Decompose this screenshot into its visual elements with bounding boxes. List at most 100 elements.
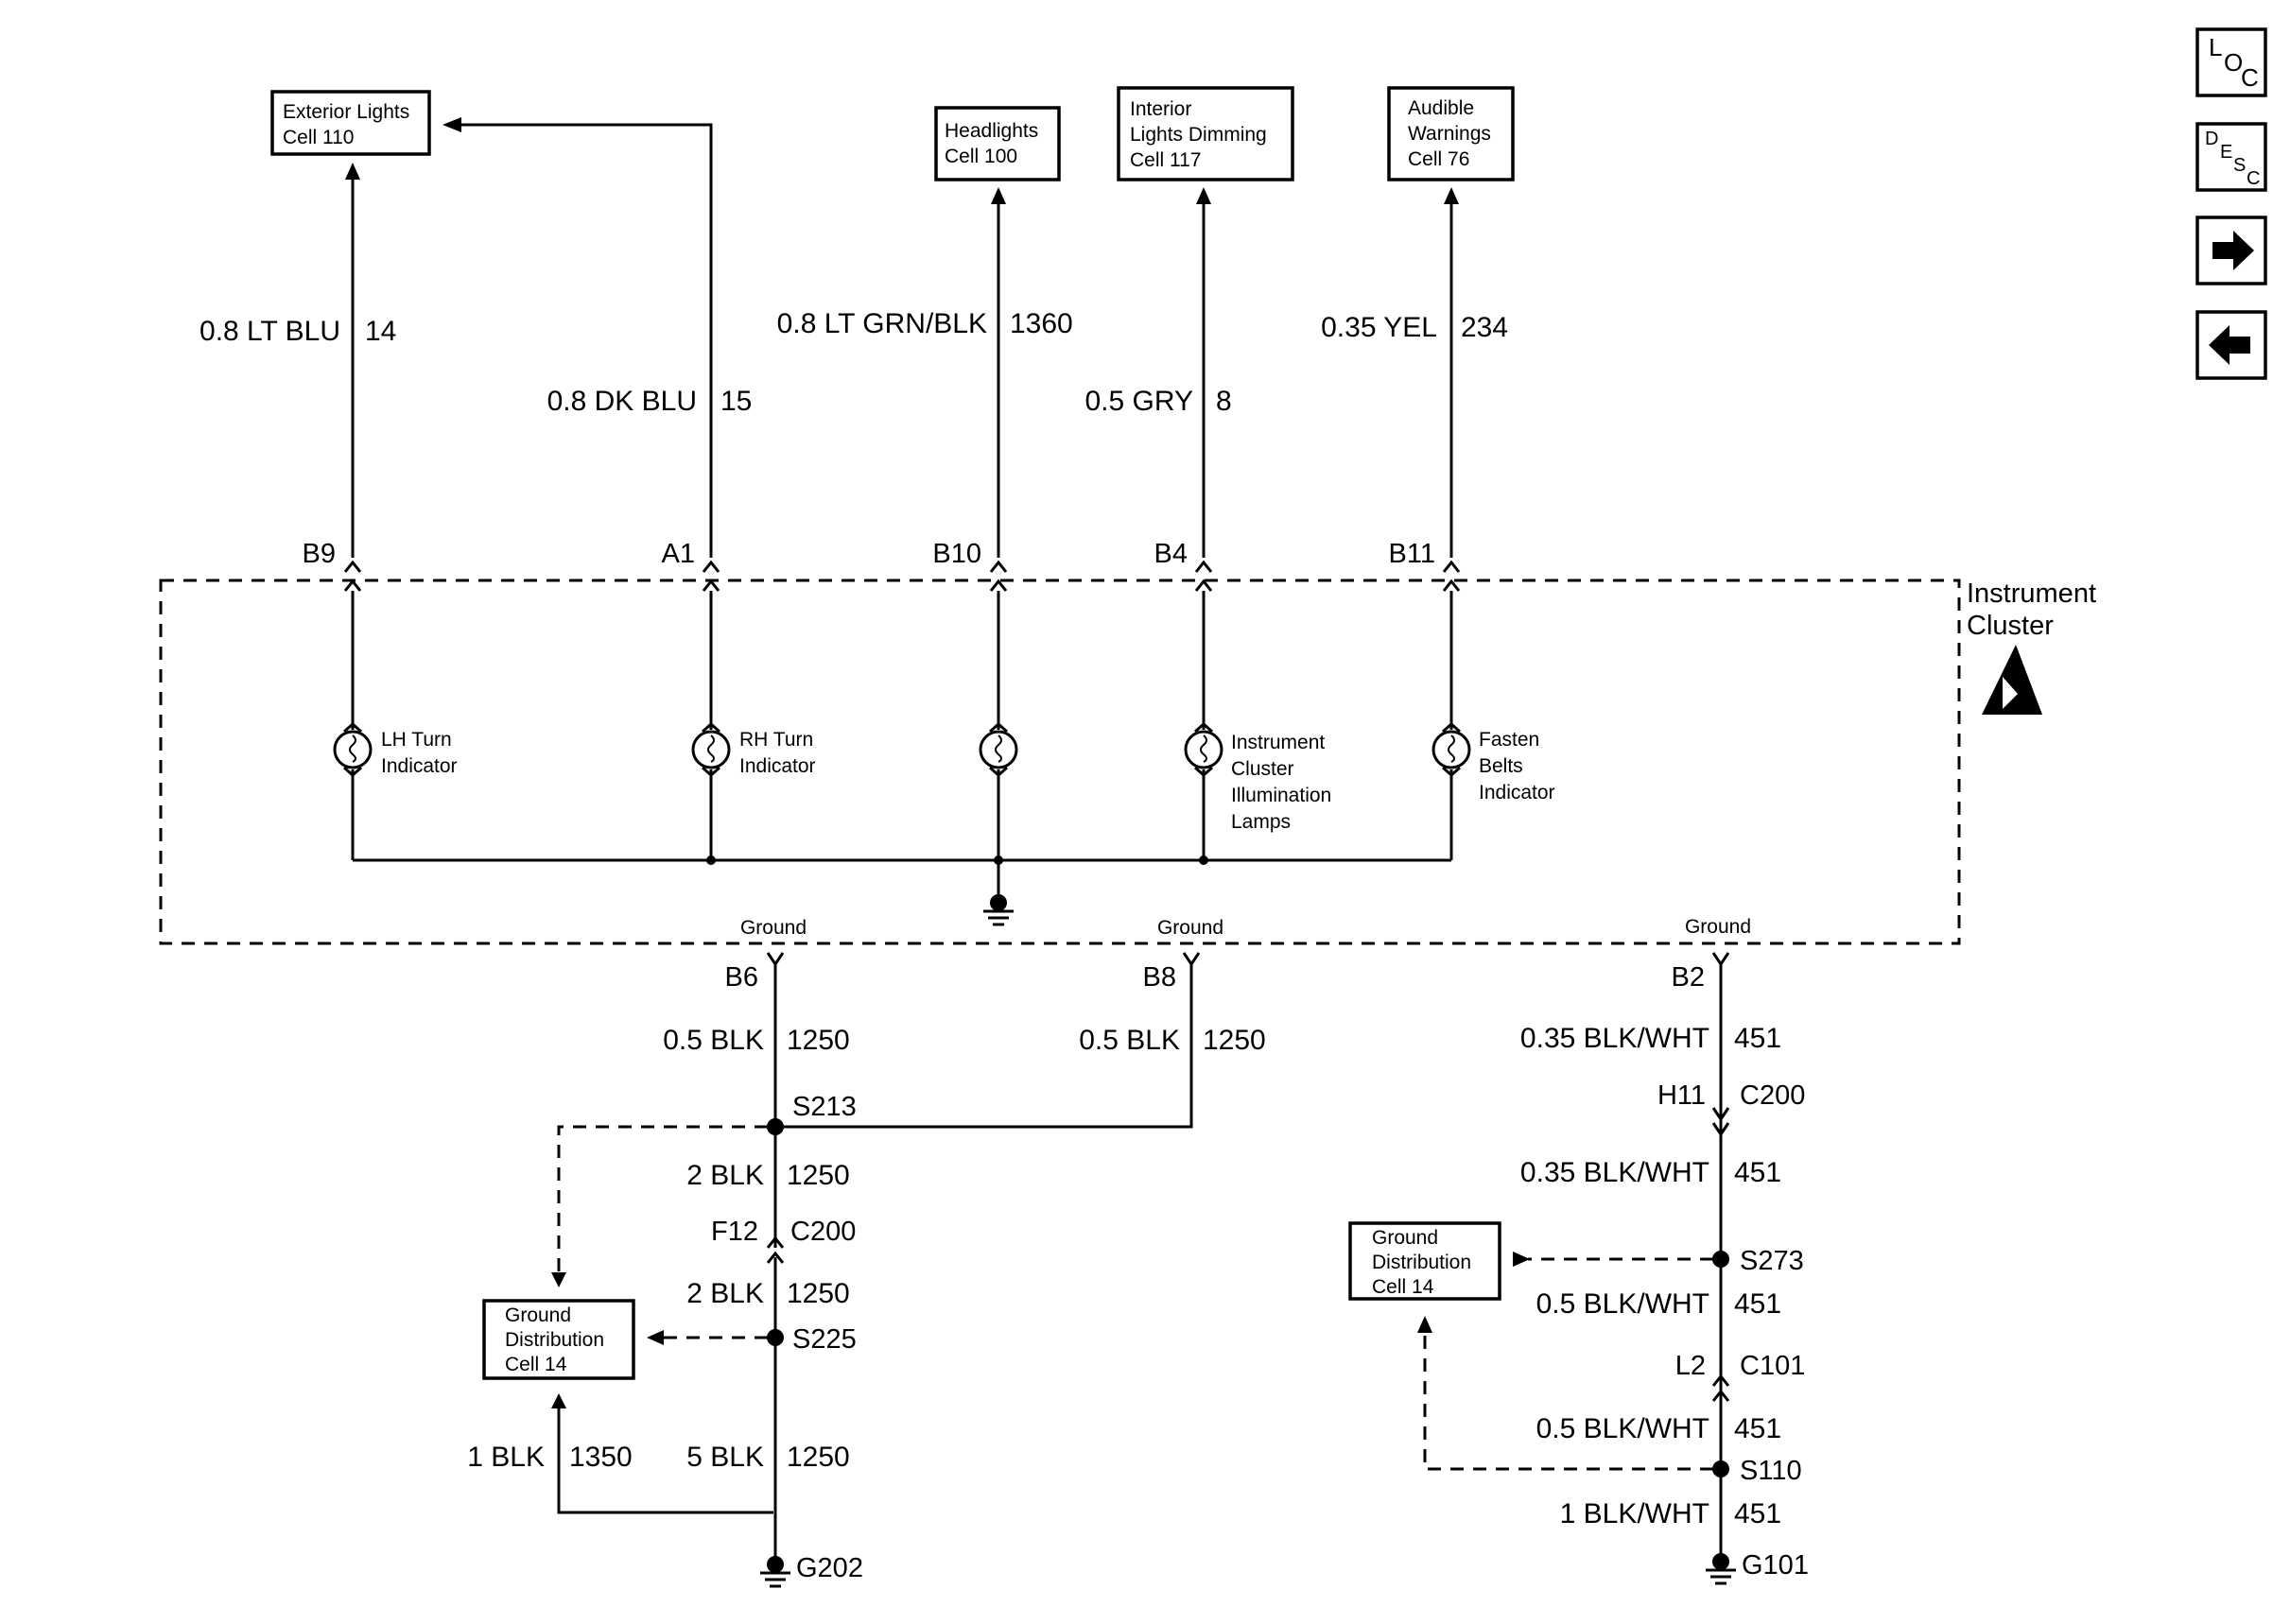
desc-button[interactable]: D E S C [2195, 122, 2267, 192]
svg-text:Cell 14: Cell 14 [505, 1354, 567, 1375]
arrow-right-icon [2212, 231, 2254, 270]
svg-text:451: 451 [1734, 1498, 1781, 1529]
svg-text:451: 451 [1734, 1413, 1781, 1444]
wire-s225-g202: 5 BLK 1250 [686, 1442, 849, 1473]
lamp-label-lh-turn: LH Turn Indicator [381, 729, 458, 777]
headlight-indicator-bulb-icon [979, 721, 1018, 778]
ground-distribution-box-left[interactable]: Ground Distribution Cell 14 [482, 1299, 635, 1380]
wire-b8: 0.5 BLK 1250 [775, 964, 1266, 1129]
svg-text:1250: 1250 [787, 1278, 850, 1309]
wire-s273-c101: 0.5 BLK/WHT 451 [1536, 1288, 1781, 1320]
svg-text:Ground: Ground [740, 917, 807, 939]
wire-b10: 0.8 LT GRN/BLK 1360 [777, 187, 1073, 558]
svg-text:1250: 1250 [787, 1025, 850, 1056]
svg-text:8: 8 [1216, 386, 1232, 417]
lamp-label-rh-turn: RH Turn Indicator [739, 729, 816, 777]
svg-text:S110: S110 [1740, 1456, 1802, 1486]
splice-s273: S273 [1513, 1246, 1804, 1276]
svg-text:1250: 1250 [787, 1442, 850, 1473]
svg-text:1 BLK: 1 BLK [467, 1442, 545, 1473]
svg-text:0.35 YEL: 0.35 YEL [1321, 312, 1437, 343]
headlights-box[interactable]: Headlights Cell 100 [934, 106, 1061, 181]
svg-text:Indicator: Indicator [739, 755, 816, 777]
bottom-pins: B6 B8 B2 [725, 952, 1730, 993]
svg-text:Cluster: Cluster [1231, 758, 1294, 780]
svg-text:O: O [2224, 48, 2243, 77]
wire-c200-s273: 0.35 BLK/WHT 451 [1520, 1157, 1781, 1188]
pin-b2: B2 [1672, 962, 1705, 993]
pin-b8: B8 [1143, 962, 1176, 993]
illumination-bulb-icon [1184, 721, 1223, 778]
svg-text:Warnings: Warnings [1408, 123, 1491, 145]
svg-text:0.5 BLK: 0.5 BLK [663, 1025, 764, 1056]
lamp-label-fasten-belts: Fasten Belts Indicator [1479, 729, 1555, 803]
svg-text:1360: 1360 [1010, 308, 1073, 339]
ground-pin-labels: Ground Ground Ground [740, 916, 1751, 939]
ground-distribution-box-right[interactable]: Ground Distribution Cell 14 [1348, 1221, 1501, 1301]
svg-text:S: S [2233, 155, 2246, 176]
svg-text:Belts: Belts [1479, 755, 1523, 777]
wire-b11: 0.35 YEL 234 [1321, 187, 1508, 558]
svg-text:Audible: Audible [1408, 97, 1474, 119]
svg-text:Lights Dimming: Lights Dimming [1130, 124, 1267, 146]
arrow-up-icon [1196, 187, 1211, 204]
svg-text:Exterior Lights: Exterior Lights [283, 101, 409, 123]
svg-text:Illumination: Illumination [1231, 785, 1331, 806]
arrow-up-icon [991, 187, 1006, 204]
svg-text:0.5 BLK: 0.5 BLK [1079, 1025, 1180, 1056]
svg-text:L: L [2209, 33, 2222, 61]
svg-text:1350: 1350 [569, 1442, 633, 1473]
svg-text:Instrument: Instrument [1967, 579, 2096, 609]
svg-text:Cell 117: Cell 117 [1130, 149, 1202, 171]
svg-text:Cell 100: Cell 100 [945, 146, 1017, 167]
svg-text:E: E [2220, 142, 2232, 163]
fasten-belts-bulb-icon [1431, 721, 1471, 778]
loc-button[interactable]: L O C [2195, 27, 2267, 97]
arrow-up-icon [345, 163, 360, 180]
ground-g101-label: G101 [1742, 1550, 1809, 1581]
arrow-left-icon [442, 117, 461, 132]
splice-s110: S110 [1417, 1316, 1802, 1486]
svg-text:0.35 BLK/WHT: 0.35 BLK/WHT [1520, 1157, 1709, 1188]
svg-text:Interior: Interior [1130, 98, 1191, 120]
instrument-cluster-outline [159, 579, 1961, 945]
instrument-cluster-label: Instrument Cluster [1967, 579, 2096, 641]
wire-s110-g101: 1 BLK/WHT 451 [1560, 1498, 1781, 1529]
arrow-up-icon [1417, 1316, 1432, 1333]
svg-text:0.8 LT BLU: 0.8 LT BLU [200, 316, 340, 347]
svg-text:5 BLK: 5 BLK [686, 1442, 764, 1473]
svg-text:C101: C101 [1740, 1351, 1805, 1381]
svg-text:F12: F12 [711, 1217, 758, 1247]
next-button[interactable] [2195, 216, 2267, 285]
prev-button[interactable] [2195, 310, 2267, 380]
splice-s213: S213 [767, 1092, 857, 1135]
wire-b2: 0.35 BLK/WHT 451 [1520, 1023, 1781, 1054]
interior-lights-dimming-box[interactable]: Interior Lights Dimming Cell 117 [1117, 86, 1294, 181]
arrow-down-icon [551, 1393, 566, 1408]
lh-turn-bulb-icon [333, 721, 373, 778]
splice-s225: S225 [647, 1324, 857, 1355]
arrow-left-icon [2209, 325, 2250, 365]
wire-ground-dist-g202: 1 BLK 1350 [467, 1393, 773, 1514]
svg-text:Instrument: Instrument [1231, 732, 1325, 753]
svg-text:Ground: Ground [1372, 1227, 1438, 1249]
audible-warnings-box[interactable]: Audible Warnings Cell 76 [1387, 86, 1515, 181]
svg-text:C200: C200 [1740, 1080, 1805, 1111]
svg-text:C200: C200 [790, 1217, 856, 1247]
svg-text:2 BLK: 2 BLK [686, 1160, 764, 1191]
svg-text:Lamps: Lamps [1231, 811, 1291, 833]
svg-text:2 BLK: 2 BLK [686, 1278, 764, 1309]
lamp-wiring [351, 591, 1453, 903]
wire-b9: 0.8 LT BLU 14 [200, 163, 396, 558]
exterior-lights-box[interactable]: Exterior Lights Cell 110 [270, 90, 431, 156]
pin-b6: B6 [725, 962, 758, 993]
svg-text:C: C [2241, 63, 2259, 92]
svg-text:Ground: Ground [1157, 917, 1223, 939]
svg-text:Indicator: Indicator [381, 755, 458, 777]
svg-text:451: 451 [1734, 1288, 1781, 1320]
svg-text:D: D [2205, 129, 2218, 149]
arrow-left-icon [647, 1330, 664, 1345]
svg-text:0.35 BLK/WHT: 0.35 BLK/WHT [1520, 1023, 1709, 1054]
